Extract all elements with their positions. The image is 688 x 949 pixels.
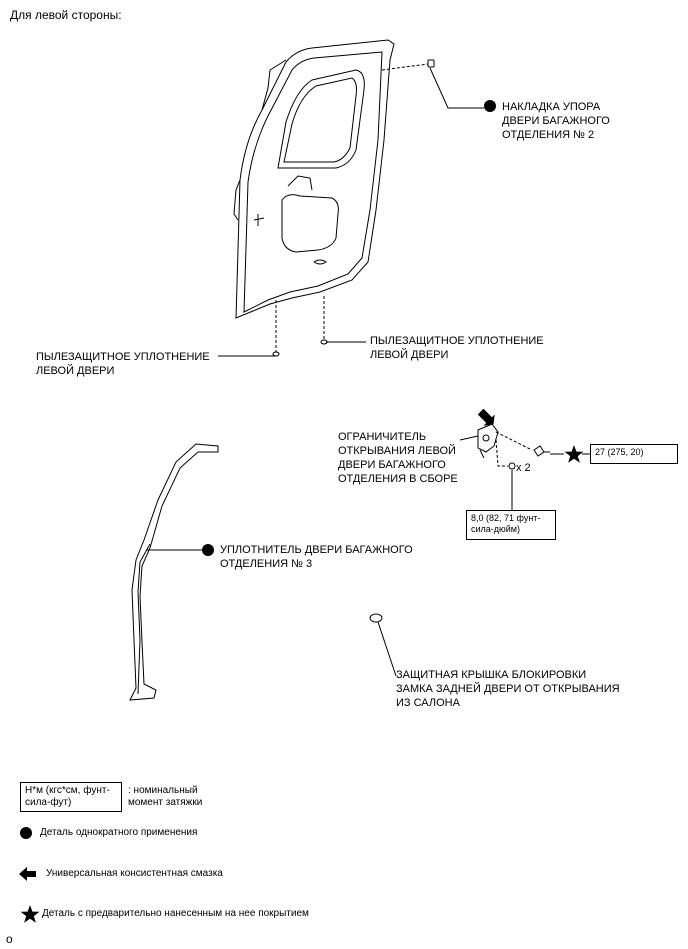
seal-part-left	[272, 351, 280, 357]
stopper-cover-part	[427, 59, 435, 68]
door-panel	[235, 39, 395, 319]
page-title: Для левой стороны:	[10, 8, 122, 22]
label-seal-right: ПЫЛЕЗАЩИТНОЕ УПЛОТНЕНИЕ ЛЕВОЙ ДВЕРИ	[370, 335, 544, 361]
grease-arrow-icon	[477, 408, 495, 426]
label-seal-left: ПЫЛЕЗАЩИТНОЕ УПЛОТНЕНИЕ ЛЕВОЙ ДВЕРИ	[36, 351, 210, 377]
legend-precoated: Деталь с предварительно нанесенным на не…	[42, 908, 309, 919]
torque-bolt-box: 27 (275, 20)	[590, 444, 678, 464]
legend-non-reusable: Деталь однократного применения	[40, 827, 198, 838]
star-icon	[20, 905, 40, 923]
weatherstrip-part	[129, 443, 219, 701]
bolt-part	[533, 445, 550, 457]
label-protector-cap: ЗАЩИТНАЯ КРЫШКА БЛОКИРОВКИ ЗАМКА ЗАДНЕЙ …	[396, 669, 620, 709]
star-icon	[564, 445, 584, 463]
filled-circle-icon	[20, 827, 32, 839]
legend-torque-box: Н*м (кгс*см, фунт- сила-фут)	[20, 782, 122, 812]
label-weatherstrip: УПЛОТНИТЕЛЬ ДВЕРИ БАГАЖНОГО ОТДЕЛЕНИЯ № …	[220, 544, 413, 570]
arrow-left-icon	[19, 867, 36, 881]
door-window	[277, 69, 365, 169]
non-reusable-icon	[484, 100, 496, 112]
non-reusable-icon	[202, 544, 214, 556]
legend-grease: Универсальная консистентная смазка	[46, 868, 223, 879]
door-check-part	[477, 423, 499, 453]
label-stopper-cover: НАКЛАДКА УПОРА ДВЕРИ БАГАЖНОГО ОТДЕЛЕНИЯ…	[502, 101, 610, 141]
torque-nut-box: 8,0 (82, 71 фунт- сила-дюйм)	[466, 510, 556, 540]
nut-part	[508, 462, 516, 470]
legend-torque-desc: : номинальный момент затяжки	[128, 785, 203, 808]
label-quantity: x 2	[516, 462, 531, 474]
label-check-assembly: ОГРАНИЧИТЕЛЬ ОТКРЫВАНИЯ ЛЕВОЙ ДВЕРИ БАГА…	[338, 431, 458, 485]
protector-cap-part	[369, 613, 383, 623]
corner-mark: o	[6, 932, 13, 946]
